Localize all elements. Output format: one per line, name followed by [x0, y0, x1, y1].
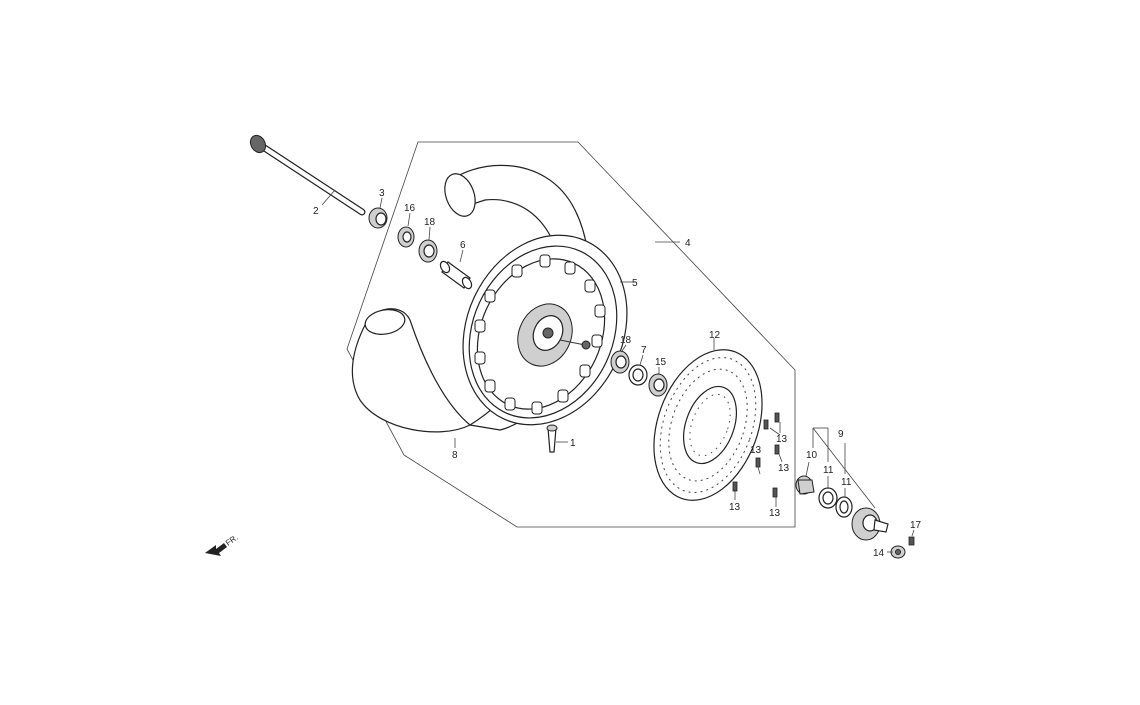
- leader-lines: [321, 189, 915, 553]
- callout-11b: 11: [841, 477, 852, 488]
- side-collar: [628, 364, 648, 386]
- callout-7: 7: [641, 345, 647, 356]
- callout-18a: 18: [424, 217, 436, 228]
- callout-13d: 13: [729, 502, 741, 513]
- callout-11a: 11: [823, 465, 834, 476]
- callout-13e: 13: [769, 508, 781, 519]
- callout-15: 15: [655, 357, 667, 368]
- callout-10: 10: [806, 450, 818, 461]
- callout-16: 16: [404, 203, 416, 214]
- valve: [546, 424, 558, 453]
- callout-4: 4: [685, 238, 691, 249]
- screw: [908, 536, 915, 546]
- callout-14: 14: [873, 548, 885, 559]
- callout-13a: 13: [776, 434, 788, 445]
- disc-bolts: [732, 412, 780, 498]
- callout-5: 5: [632, 278, 638, 289]
- brake-disc: [653, 349, 763, 501]
- front-direction-label: FR.: [224, 533, 240, 548]
- callout-13c: 13: [750, 445, 762, 456]
- callout-17: 17: [910, 520, 922, 531]
- callout-3: 3: [379, 188, 385, 199]
- dust-seal: [397, 226, 415, 248]
- callout-13b: 13: [778, 463, 790, 474]
- oil-seal: [648, 373, 668, 397]
- wheel-rim: [462, 234, 628, 426]
- axle: [249, 134, 366, 216]
- front-direction-arrow: [205, 543, 227, 556]
- callout-6: 6: [460, 240, 466, 251]
- callout-2: 2: [313, 206, 319, 217]
- distance-collar: [439, 260, 473, 290]
- collar: [368, 207, 388, 229]
- speedometer-gearbox-parts: [795, 475, 889, 541]
- callout-8: 8: [452, 450, 458, 461]
- callout-9: 9: [838, 429, 844, 440]
- washer-screw: [890, 545, 906, 559]
- bearing-upper: [418, 239, 438, 263]
- bearing-lower: [610, 350, 630, 374]
- callout-12: 12: [709, 330, 721, 341]
- callout-18b: 18: [620, 335, 632, 346]
- callout-1: 1: [570, 438, 576, 449]
